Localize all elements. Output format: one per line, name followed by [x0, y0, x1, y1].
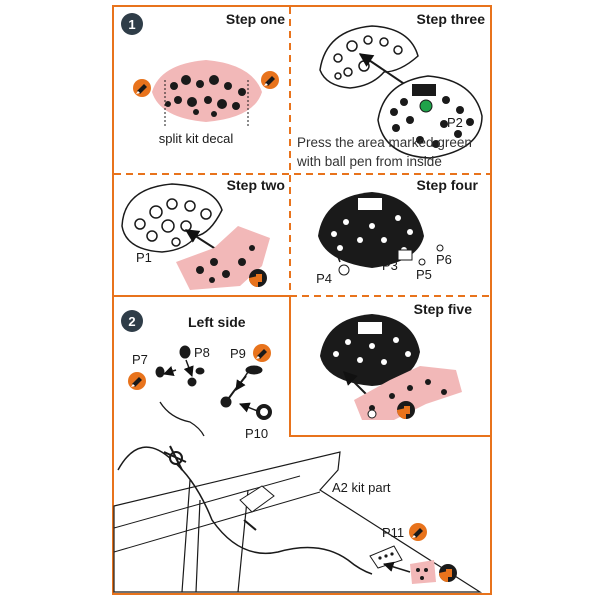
left-side-title: Left side: [188, 314, 246, 330]
decal-icon: [397, 401, 415, 419]
gauge-cluster: [416, 568, 428, 580]
cockpit-rail: [113, 475, 321, 553]
step-one-badge: [121, 13, 143, 35]
outer-frame: [112, 5, 492, 595]
step-two-panel: Step two P1: [121, 177, 285, 290]
part-label-p3: P3: [382, 258, 398, 273]
lever-assembly: [163, 445, 187, 471]
instrument-panel-assembled: [320, 314, 420, 386]
gauge-cluster: [390, 96, 474, 148]
arrow-p10: [239, 402, 261, 413]
step-five-frame: [289, 296, 490, 437]
section-two-badge-number: 2: [128, 314, 135, 329]
part-label-p10: P10: [245, 426, 268, 441]
step-five-panel: Step five: [320, 301, 472, 420]
instrument-panel-assembled: [318, 192, 424, 268]
arrow-p9: [235, 371, 249, 391]
decal-icon: [249, 269, 267, 287]
step-three-panel: Step three P2 Press the area marked gree…: [296, 11, 485, 169]
part-p11-holes: [378, 552, 394, 560]
cable: [159, 401, 205, 437]
step-one-panel: 1 Step one split kit decal: [121, 11, 285, 146]
gauge-cluster: [333, 337, 411, 365]
step-one-title: Step one: [226, 11, 285, 27]
step-two-title: Step two: [227, 177, 285, 193]
cockpit-sidewall: [113, 451, 483, 593]
paint-icon: [133, 79, 151, 97]
display-window: [358, 198, 382, 210]
arrow-p7: [163, 366, 177, 376]
part-label-p1: P1: [136, 250, 152, 265]
decal-piece: [176, 226, 270, 290]
step-three-note-line1: Press the area marked green: [297, 135, 472, 150]
paint-icon: [409, 523, 427, 541]
part-p6: [436, 244, 444, 252]
lever-parts: [155, 345, 263, 408]
step-four-title: Step four: [417, 177, 479, 193]
part-label-p4: P4: [316, 271, 332, 286]
green-press-marker: [419, 99, 433, 113]
step-one-caption: split kit decal: [159, 131, 234, 146]
step-three-title: Step three: [417, 11, 486, 27]
arrow-p4: [335, 251, 341, 263]
etched-part-p2: [377, 75, 483, 159]
part-p3: [397, 249, 413, 261]
arrow-p8: [183, 359, 194, 377]
part-p5: [418, 258, 426, 266]
part-label-p5: P5: [416, 267, 432, 282]
kit-part-label: A2 kit part: [332, 480, 391, 495]
gauge-cluster: [165, 75, 246, 117]
step-three-note-line2: with ball pen from inside: [296, 154, 442, 169]
part-p4: [338, 264, 350, 276]
display-window: [412, 84, 436, 96]
paint-icon: [128, 372, 146, 390]
part-label-p7: P7: [132, 352, 148, 367]
display-window: [358, 322, 382, 334]
decal-piece: [354, 366, 462, 420]
gauge-cluster: [333, 35, 403, 80]
decal-piece: [410, 560, 436, 584]
part-label-p8: P8: [194, 345, 210, 360]
control-cable: [117, 446, 373, 575]
paint-icon: [261, 71, 279, 89]
gauge-cluster: [369, 379, 447, 411]
left-side-section: 2 Left side P7 P8 P9 P10: [121, 310, 272, 441]
part-label-p6: P6: [436, 252, 452, 267]
arrow-p11: [382, 561, 411, 573]
part-marker: [367, 409, 377, 419]
part-label-p9: P9: [230, 346, 246, 361]
frame-strut: [181, 479, 249, 593]
part-label-p2: P2: [447, 115, 463, 130]
section-two-badge: [121, 310, 143, 332]
gauge-cluster: [196, 245, 255, 283]
paint-icon: [253, 344, 271, 362]
step-five-title: Step five: [414, 301, 473, 317]
part-label-p11: P11: [382, 525, 404, 540]
gauge-cluster: [134, 198, 212, 247]
decal-icon: [439, 564, 457, 582]
kit-assembly: A2 kit part P11: [113, 445, 483, 593]
throttle-bracket: [239, 485, 275, 531]
step-four-panel: Step four P4 P3 P5 P6: [316, 177, 478, 286]
step-one-badge-number: 1: [128, 17, 135, 32]
